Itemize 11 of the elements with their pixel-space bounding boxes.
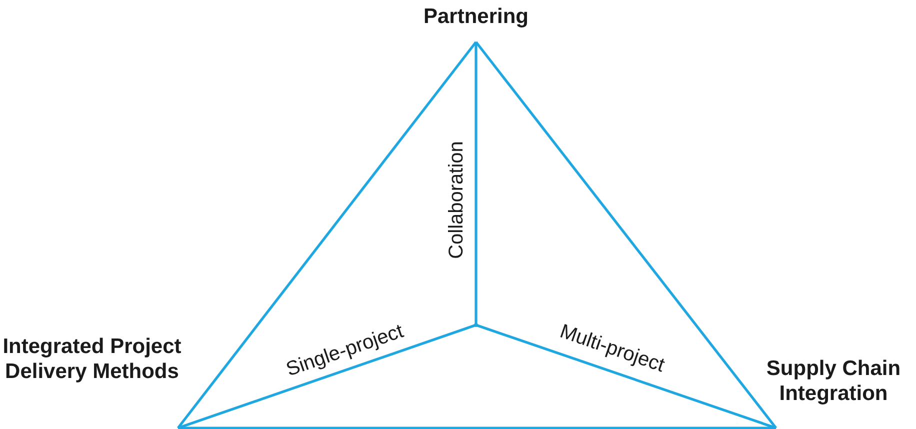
edge-label: Collaboration <box>446 141 468 259</box>
vertex-label: Integrated Project Delivery Methods <box>2 334 182 384</box>
connector-line <box>178 426 776 429</box>
connector-line <box>476 324 776 429</box>
connector-line <box>176 41 478 429</box>
connector-line <box>474 42 478 325</box>
junction-point <box>474 323 478 327</box>
vertex-label: Partnering <box>422 4 530 30</box>
connector-line <box>474 41 778 429</box>
connector-line <box>178 324 476 429</box>
vertex-label: Supply Chain Integration <box>765 356 902 406</box>
